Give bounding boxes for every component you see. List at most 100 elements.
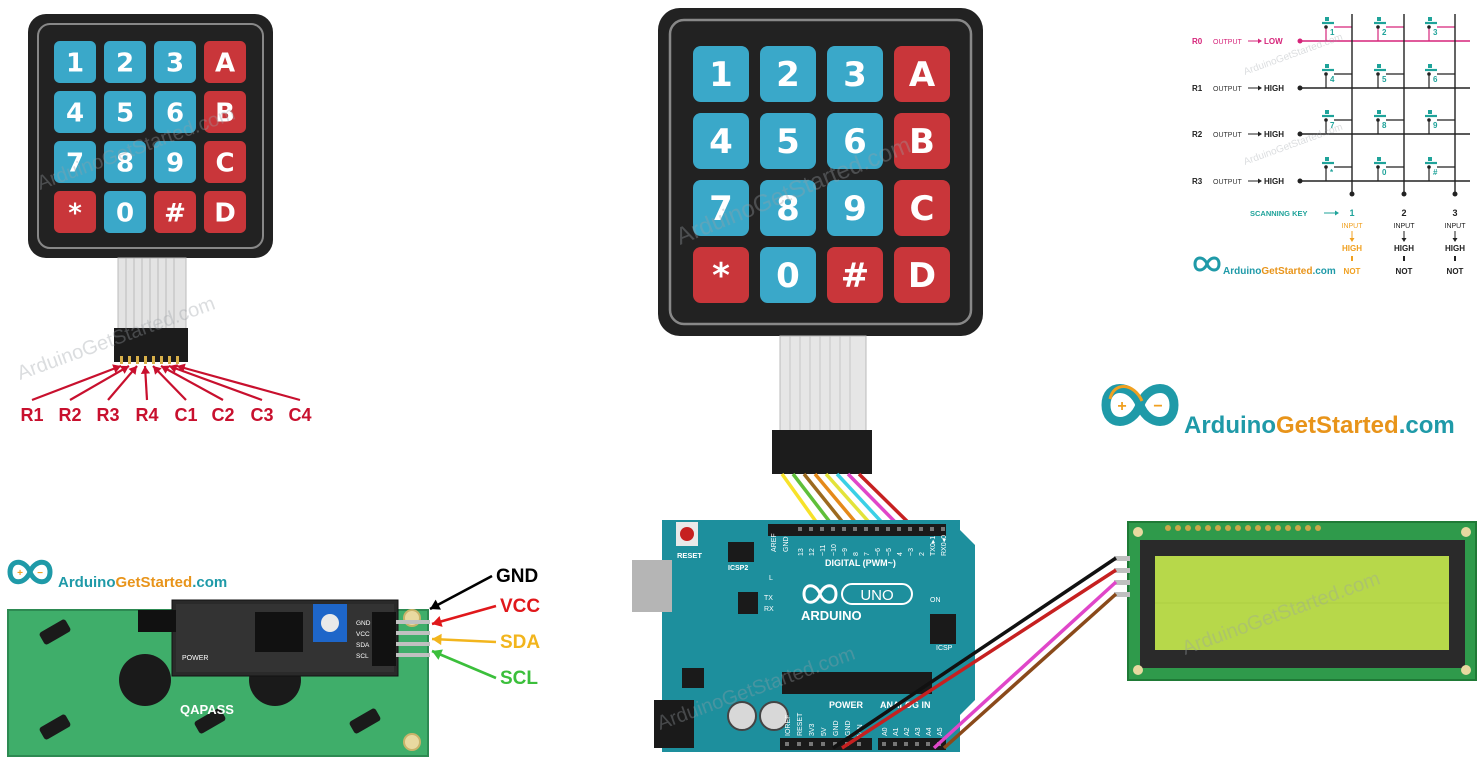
big-key-12 [693, 247, 749, 303]
i2c-arrow-3 [431, 649, 497, 680]
pin-arrow-1 [69, 365, 130, 401]
scan-switch-cap-2-0 [1325, 110, 1329, 114]
big-key-label-1: 2 [776, 55, 800, 95]
scan-col-level-1: HIGH [1394, 244, 1414, 253]
scan-key-label-2-1: 8 [1382, 121, 1387, 130]
digital-pin-12 [930, 527, 934, 531]
small-key-8 [54, 141, 96, 183]
keypad-pin-label-3: R4 [135, 405, 158, 425]
pin-arrowhead-1 [120, 365, 129, 374]
small-key-label-15: D [214, 198, 236, 228]
scan-switch-dot-3-0 [1324, 165, 1328, 169]
scan-brand-text: ArduinoGetStarted.com [1223, 266, 1336, 277]
big-key-7 [894, 113, 950, 169]
analog-pin-label-3: A3 [915, 727, 922, 736]
svg-text:−: − [1153, 398, 1162, 415]
scan-col-name-1: 2 [1401, 208, 1406, 218]
keypad-pin-label-4: C1 [174, 405, 197, 425]
scan-col-arrowhead-2 [1452, 238, 1458, 242]
small-key-6 [154, 91, 196, 133]
i2c-arrow-2 [431, 637, 497, 644]
scan-col-mode-2: INPUT [1445, 223, 1467, 230]
small-key-label-14: # [164, 198, 186, 228]
scan-switch-cap-1-1 [1377, 64, 1381, 68]
scan-switch-cap-2-2 [1428, 110, 1432, 114]
small-key-label-9: 8 [116, 148, 134, 178]
digital-pin-label-2: ~11 [820, 545, 827, 556]
small-key-label-0: 1 [66, 48, 84, 78]
i2c-arrowhead-2 [432, 633, 442, 646]
scan-col-name-0: 1 [1349, 208, 1354, 218]
digital-pin-8 [886, 527, 890, 531]
digital-pin-label-3: ~10 [831, 544, 838, 556]
big-key-15 [894, 247, 950, 303]
scan-key-label-3-0: * [1330, 168, 1334, 177]
small-key-2 [154, 41, 196, 83]
digital-pin-4 [842, 527, 846, 531]
small-key-4 [54, 91, 96, 133]
scan-key-label-0-1: 2 [1382, 28, 1387, 37]
scan-key-label-0-0: 1 [1330, 28, 1335, 37]
power-pin-label-3: 5V [821, 727, 828, 736]
scan-key-label-0-2: 3 [1433, 28, 1438, 37]
big-key-3 [894, 46, 950, 102]
brand-name-a: Arduino [1184, 412, 1276, 439]
keypad-pin-label-7: C4 [288, 405, 311, 425]
big-key-5 [760, 113, 816, 169]
big-key-4 [693, 113, 749, 169]
brand-name-b: GetStarted [1276, 412, 1399, 439]
aref-label: AREF [771, 533, 778, 552]
scan-switch-cap-0-0 [1325, 17, 1329, 21]
small-key-7 [204, 91, 246, 133]
led-tx-label: TX [764, 595, 773, 602]
digital-pin-label-12: TX0▸1 [930, 536, 937, 556]
scan-switch-dot-3-2 [1427, 165, 1431, 169]
scan-row-arrowhead-3 [1258, 178, 1262, 184]
led-on-label: ON [930, 597, 941, 604]
scan-switch-dot-0-0 [1324, 25, 1328, 29]
scan-switch-dot-2-0 [1324, 118, 1328, 122]
svg-text:+: + [1117, 398, 1126, 415]
small-key-1 [104, 41, 146, 83]
small-key-label-5: 5 [116, 98, 134, 128]
scan-col-bar-1 [1403, 256, 1405, 261]
pin-arrow-4 [152, 365, 187, 401]
pin-arrow-5 [160, 365, 224, 401]
scan-col-node-2 [1452, 191, 1458, 197]
scan-col-bar-0 [1351, 256, 1353, 261]
pin-arrow-0 [31, 364, 122, 402]
big-key-label-6: 6 [843, 122, 867, 162]
digital-pin-label-13: RX0◂0 [941, 535, 948, 556]
module-pin-label-1: VCC [356, 631, 370, 638]
scan-col-name-2: 3 [1452, 208, 1457, 218]
scan-col-arrowhead-0 [1349, 238, 1355, 242]
scan-row-mode-3: OUTPUT [1213, 179, 1243, 186]
scan-switch-cap-0-1 [1377, 17, 1381, 21]
module-pin-label-0: GND [356, 620, 371, 627]
scan-row-arrowhead-0 [1258, 38, 1262, 44]
arduino-infinity-icon [802, 584, 838, 604]
digital-pin-label-8: ~5 [886, 548, 893, 556]
small-key-9 [104, 141, 146, 183]
scan-key-label-1-2: 6 [1433, 75, 1438, 84]
big-key-label-7: B [909, 122, 935, 162]
brand-small-suffix: .com [192, 574, 227, 591]
gnd-label: GND [783, 536, 790, 552]
scan-col-state-1: NOT [1396, 267, 1413, 276]
scan-row-mode-0: OUTPUT [1213, 39, 1243, 46]
analog-pin-3 [915, 742, 919, 746]
digital-pin-9 [897, 527, 901, 531]
brand-suffix: .com [1399, 412, 1455, 439]
brand-small-name-a: Arduino [58, 574, 116, 591]
digital-pin-0 [798, 527, 802, 531]
keypad-pin-label-1: R2 [58, 405, 81, 425]
power-pin-label-0: IOREF [785, 715, 792, 736]
digital-pin-11 [919, 527, 923, 531]
scan-switch-dot-0-1 [1376, 25, 1380, 29]
lcd-wires [832, 556, 1118, 750]
analog-pin-label-5: A5 [937, 727, 944, 736]
scan-switch-cap-3-0 [1325, 157, 1329, 161]
scan-switch-dot-0-2 [1427, 25, 1431, 29]
infinity-logo-icon: + − [1101, 384, 1179, 426]
